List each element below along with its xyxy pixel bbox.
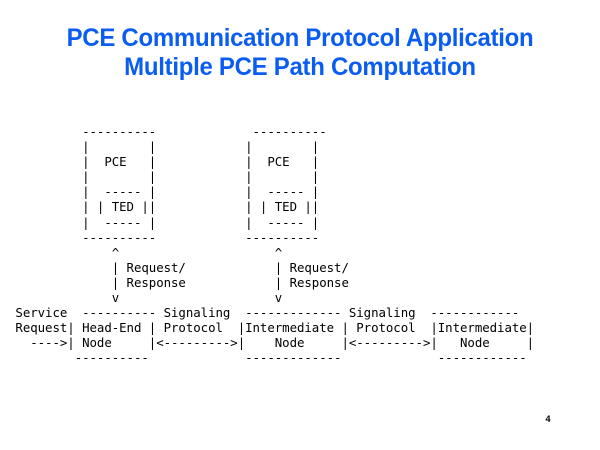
pce-network-ascii-diagram: ---------- ---------- | | | | | PCE | | … (8, 124, 600, 366)
ascii-art-row: | Request/ | Request/ (8, 259, 349, 275)
ascii-art-row: | ----- | | ----- | (8, 184, 320, 200)
ascii-art-row: | ----- | | ----- | (8, 214, 320, 230)
ascii-art-row: ^ ^ (8, 244, 283, 260)
ascii-art-row: v v (8, 290, 283, 306)
ascii-art-row: ---------- ------------- ------------ (8, 350, 527, 366)
ascii-art-row: | | | | (8, 139, 320, 155)
ascii-art-row: | | TED || | | TED || (8, 199, 320, 215)
title-line-2: Multiple PCE Path Computation (124, 53, 476, 81)
ascii-art-row: ---->| Node |<--------->| Node |<-------… (8, 335, 535, 351)
ascii-art-row: | PCE | | PCE | (8, 154, 320, 170)
ascii-art-row: ---------- ---------- (8, 229, 320, 245)
page-number: 4 (545, 414, 551, 424)
ascii-art-row: ---------- ---------- (8, 124, 327, 139)
ascii-art-row: Request| Head-End | Protocol |Intermedia… (8, 320, 535, 336)
ascii-art-row: | Response | Response (8, 274, 349, 290)
ascii-art-row: Service ---------- Signaling -----------… (8, 305, 520, 321)
title-line-1: PCE Communication Protocol Application (66, 24, 534, 52)
slide-title: PCE Communication Protocol Application M… (0, 24, 600, 82)
ascii-art-row: | | | | (8, 169, 320, 185)
